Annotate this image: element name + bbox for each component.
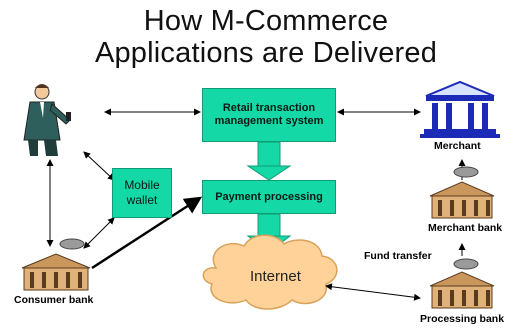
internet-label: Internet xyxy=(250,268,301,285)
retail-transaction-box: Retail transaction management system xyxy=(202,88,336,142)
arrow-consumerbank-payment xyxy=(91,196,203,270)
arrow-internet-processingbank xyxy=(325,283,421,301)
merchant-bank-icon xyxy=(429,166,495,219)
consumer-bank-icon xyxy=(21,238,91,291)
title-line-2: Applications are Delivered xyxy=(94,37,438,69)
fund-transfer-label: Fund transfer xyxy=(364,250,432,262)
merchant-bank-label: Merchant bank xyxy=(428,222,503,234)
merchant-bank-building-icon xyxy=(420,80,500,138)
payment-processing-box: Payment processing xyxy=(202,180,336,214)
mobile-wallet-box: Mobile wallet xyxy=(112,168,172,218)
arrow-wallet-consumerbank xyxy=(83,217,115,249)
processing-bank-label: Processing bank xyxy=(420,313,505,325)
processing-bank-icon xyxy=(429,258,495,309)
consumer-bank-label: Consumer bank xyxy=(14,294,94,306)
businessman-icon xyxy=(23,84,71,156)
arrow-person-wallet xyxy=(83,151,115,181)
title-line-1: How M-Commerce xyxy=(143,5,389,37)
flow-arrow-retail-to-payment xyxy=(246,141,292,181)
merchant-label: Merchant xyxy=(434,140,481,152)
